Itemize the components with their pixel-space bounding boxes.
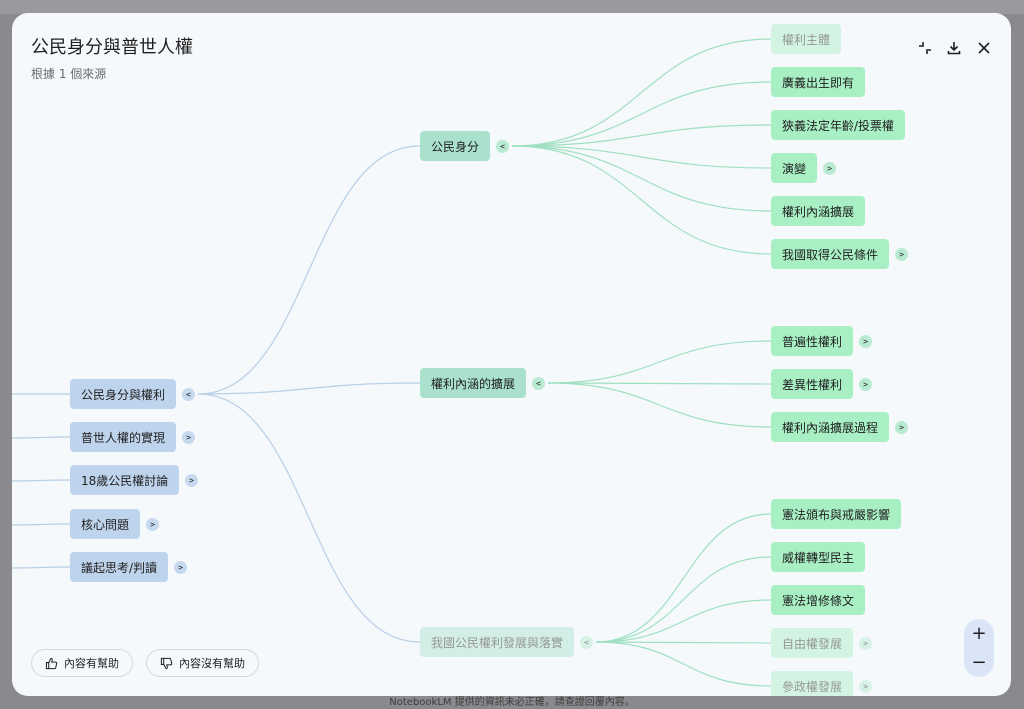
close-icon bbox=[978, 42, 990, 54]
leaf-node[interactable]: 權利內涵擴展過程 bbox=[771, 412, 890, 442]
leaf-node[interactable]: 權利主體 bbox=[771, 24, 842, 54]
source-count: 根據 1 個來源 bbox=[31, 67, 107, 81]
expand-toggle[interactable]: > bbox=[859, 335, 872, 348]
disclaimer-text: NotebookLM 提供的資訊未必正確，請查證回覆內容。 bbox=[389, 697, 635, 708]
collapse-toggle[interactable]: < bbox=[496, 140, 509, 153]
edge-link bbox=[12, 436, 71, 439]
mindmap-dialog: 公民身分與普世人權 根據 1 個來源 公民身分與權利 < 普世人權的實現 >18歲公民… bbox=[12, 13, 1011, 696]
leaf-link bbox=[511, 38, 772, 147]
zoom-in-button[interactable]: + bbox=[971, 622, 987, 644]
leaf-link bbox=[547, 382, 772, 428]
zoom-out-button[interactable]: − bbox=[971, 651, 987, 673]
leaf-node[interactable]: 差異性權利 bbox=[771, 369, 854, 399]
expand-toggle[interactable]: > bbox=[146, 518, 159, 531]
edge-link bbox=[12, 566, 71, 569]
collapse-toggle[interactable]: < bbox=[532, 377, 545, 390]
collapse-button[interactable] bbox=[914, 37, 936, 59]
expand-toggle[interactable]: > bbox=[895, 421, 908, 434]
leaf-node[interactable]: 權利內涵擴展 bbox=[771, 196, 866, 226]
leaf-node[interactable]: 自由權發展 bbox=[771, 628, 854, 658]
leaf-link bbox=[595, 641, 772, 644]
download-button[interactable] bbox=[943, 37, 965, 59]
close-button[interactable] bbox=[973, 37, 995, 59]
left-node[interactable]: 核心問題 bbox=[70, 509, 141, 539]
expand-toggle[interactable]: > bbox=[174, 561, 187, 574]
left-node[interactable]: 公民身分與權利 bbox=[70, 379, 177, 409]
leaf-link bbox=[595, 513, 772, 643]
expand-toggle[interactable]: > bbox=[859, 378, 872, 391]
left-node[interactable]: 普世人權的實現 bbox=[70, 422, 177, 452]
branch-node[interactable]: 我國公民權利發展與落實 bbox=[420, 627, 575, 657]
leaf-node[interactable]: 參政權發展 bbox=[771, 671, 854, 696]
leaf-link bbox=[511, 145, 772, 255]
leaf-link bbox=[511, 145, 772, 169]
collapse-icon bbox=[919, 42, 931, 54]
leaf-link bbox=[511, 124, 772, 147]
left-node[interactable]: 議起思考/判讀 bbox=[70, 552, 169, 582]
leaf-link bbox=[511, 81, 772, 147]
edge-link bbox=[12, 479, 71, 482]
leaf-node[interactable]: 演變 bbox=[771, 153, 818, 183]
left-node[interactable]: 18歲公民權討論 bbox=[70, 465, 180, 495]
dialog-title: 公民身分與普世人權 bbox=[31, 37, 193, 58]
leaf-node[interactable]: 狹義法定年齡/投票權 bbox=[771, 110, 906, 140]
leaf-node[interactable]: 普遍性權利 bbox=[771, 326, 854, 356]
download-icon bbox=[947, 42, 961, 55]
leaf-link bbox=[595, 599, 772, 643]
leaf-node[interactable]: 威權轉型民主 bbox=[771, 542, 866, 572]
expand-toggle[interactable]: > bbox=[859, 680, 872, 693]
thumbs-up-icon bbox=[45, 657, 58, 669]
leaf-node[interactable]: 憲法增修條文 bbox=[771, 585, 866, 615]
leaf-node[interactable]: 我國取得公民條件 bbox=[771, 239, 890, 269]
expand-toggle[interactable]: > bbox=[895, 248, 908, 261]
branch-node[interactable]: 公民身分 bbox=[420, 131, 491, 161]
mindmap-links bbox=[12, 38, 772, 687]
backdrop-strip bbox=[0, 0, 1024, 14]
edge-link bbox=[12, 523, 71, 526]
expand-toggle[interactable]: > bbox=[823, 162, 836, 175]
leaf-link bbox=[547, 340, 772, 384]
expand-toggle[interactable]: > bbox=[859, 637, 872, 650]
leaf-link bbox=[547, 382, 772, 385]
leaf-node[interactable]: 廣義出生即有 bbox=[771, 67, 866, 97]
branch-link bbox=[197, 382, 421, 395]
zoom-controls: + − bbox=[964, 619, 994, 677]
helpful-label: 內容有幫助 bbox=[64, 657, 119, 670]
branch-link bbox=[197, 145, 421, 395]
leaf-node[interactable]: 憲法頒布與戒嚴影響 bbox=[771, 499, 902, 529]
branch-link bbox=[197, 393, 421, 643]
thumbs-down-icon bbox=[160, 657, 173, 669]
leaf-link bbox=[511, 145, 772, 212]
collapse-toggle[interactable]: < bbox=[580, 636, 593, 649]
leaf-link bbox=[595, 641, 772, 687]
expand-toggle[interactable]: > bbox=[182, 431, 195, 444]
helpful-button[interactable]: 內容有幫助 bbox=[31, 649, 133, 677]
branch-node[interactable]: 權利內涵的擴展 bbox=[420, 368, 527, 398]
expand-toggle[interactable]: > bbox=[185, 474, 198, 487]
not-helpful-button[interactable]: 內容沒有幫助 bbox=[146, 649, 259, 677]
not-helpful-label: 內容沒有幫助 bbox=[179, 657, 245, 670]
collapse-toggle[interactable]: < bbox=[182, 388, 195, 401]
leaf-link bbox=[595, 556, 772, 643]
